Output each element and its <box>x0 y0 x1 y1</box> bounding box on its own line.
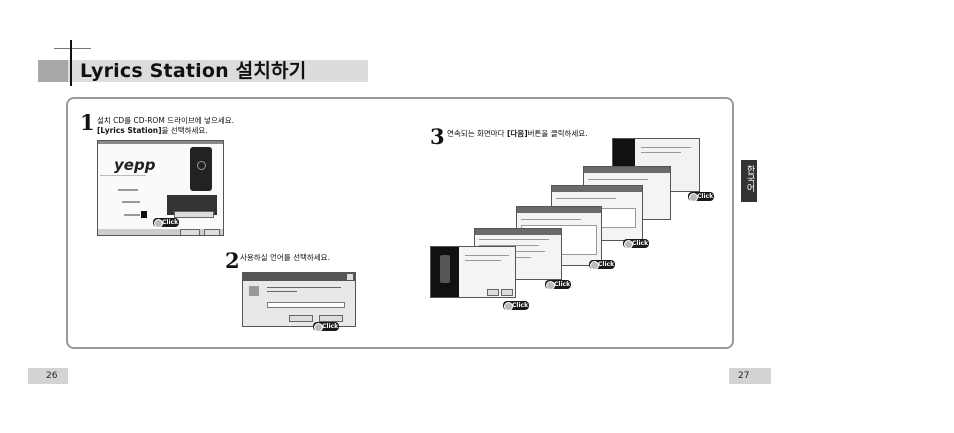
step-3-bold-label: [다음] <box>506 129 528 138</box>
step-1-click-badge: Click <box>153 218 179 228</box>
step-1-line-2: [Lyrics Station]을 선택하세요. <box>97 126 234 136</box>
page-number-right: 27 <box>729 368 771 384</box>
step-3-click-badge-4: Click <box>545 280 571 290</box>
step-2-click-badge: Click <box>313 322 339 332</box>
header-vertical-rule <box>70 40 72 86</box>
info-box <box>167 195 217 215</box>
language-side-tab-label: 한국어 <box>744 165 755 192</box>
step-1-instruction: 설치 CD를 CD-ROM 드라이브에 넣으세요. [Lyrics Statio… <box>97 116 234 136</box>
step-3-instruction: 연속되는 화면마다 [다음]버튼을 클릭하세요. <box>447 129 588 139</box>
step-3-click-badge-3: Click <box>589 260 615 270</box>
step-3-text-post: 버튼을 클릭하세요. <box>527 129 588 138</box>
step-3-click-badge-1: Click <box>688 192 714 202</box>
step-1-screenshot: yepp <box>97 140 224 236</box>
step-2-screenshot <box>242 272 356 327</box>
step-1-line-1: 설치 CD를 CD-ROM 드라이브에 넣으세요. <box>97 116 235 125</box>
page-number-left: 26 <box>28 368 68 384</box>
step-1-number: 1 <box>80 110 95 135</box>
header-bar <box>38 60 368 82</box>
yepp-logo: yepp <box>114 156 156 174</box>
header-bar-accent <box>38 60 68 82</box>
step-2-instruction: 사용하실 언어를 선택하세요. <box>240 253 330 262</box>
setup-icon <box>249 286 259 296</box>
step-1-bold-label: [Lyrics Station] <box>97 126 162 135</box>
header-rule <box>54 48 91 49</box>
installer-dialog-1 <box>430 246 516 298</box>
step-3-text-pre: 연속되는 화면마다 <box>447 129 507 138</box>
step-3-number: 3 <box>430 124 445 149</box>
step-3-click-badge-5: Click <box>503 301 529 311</box>
language-dropdown <box>267 302 345 308</box>
close-icon <box>347 274 353 280</box>
page-title: Lyrics Station 설치하기 <box>80 60 307 82</box>
language-side-tab: 한국어 <box>741 160 757 202</box>
step-2-number: 2 <box>225 248 240 273</box>
step-3-click-badge-2: Click <box>623 239 649 249</box>
step-1-line-2-rest: 을 선택하세요. <box>161 126 208 135</box>
